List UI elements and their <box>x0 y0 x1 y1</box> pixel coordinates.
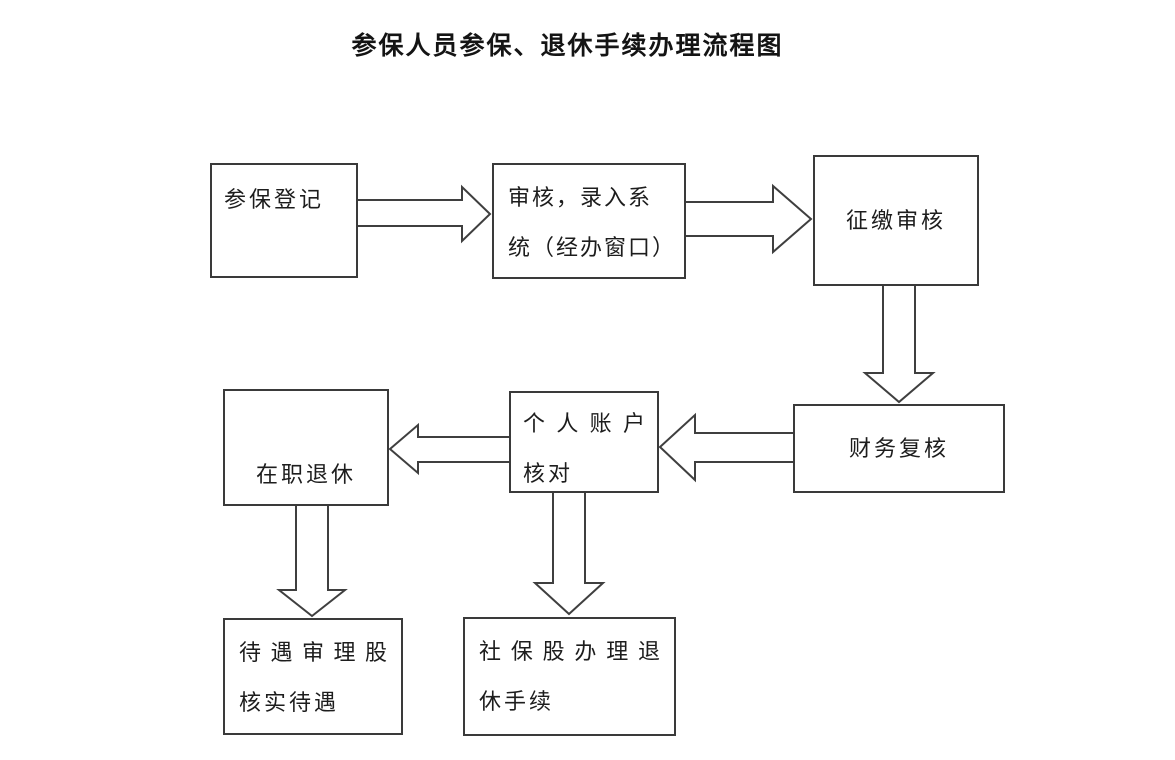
arrow-register-to-review-icon <box>358 184 492 244</box>
node-label: 征缴审核 <box>845 207 946 233</box>
arrow-account-to-retire-icon <box>388 422 509 476</box>
node-account-check: 个人账户 核对 <box>509 391 659 493</box>
node-label-line2: 核实待遇 <box>239 690 340 715</box>
node-finance-recheck: 财务复核 <box>793 404 1005 493</box>
node-register: 参保登记 <box>210 163 358 278</box>
node-label-line1: 审核，录入系 <box>508 185 653 210</box>
node-label-line2: 核对 <box>523 461 574 486</box>
node-label: 财务复核 <box>848 435 949 461</box>
node-label-line2: 休手续 <box>479 689 555 714</box>
node-collection-audit: 征缴审核 <box>813 155 979 286</box>
node-label-line1: 待遇审理股 <box>239 640 387 665</box>
arrow-finance-to-account-icon <box>658 412 793 483</box>
node-social-security: 社保股办理退 休手续 <box>463 617 676 736</box>
arrow-retire-to-treatment-icon <box>276 506 348 618</box>
node-active-retirement: 在职退休 <box>223 389 389 506</box>
page-title: 参保人员参保、退休手续办理流程图 <box>351 32 784 60</box>
node-label: 在职退休 <box>255 462 356 487</box>
node-label-line2: 统（经办窗口） <box>508 235 677 260</box>
node-label-line1: 社保股办理退 <box>479 639 660 664</box>
node-review-entry: 审核，录入系 统（经办窗口） <box>492 163 686 279</box>
arrow-review-to-collection-icon <box>686 183 813 255</box>
node-treatment-verify: 待遇审理股 核实待遇 <box>223 618 403 735</box>
node-label-line1: 个人账户 <box>523 411 645 436</box>
arrow-account-to-social-icon <box>532 493 606 616</box>
node-label: 参保登记 <box>224 187 325 212</box>
arrow-collection-to-finance-icon <box>862 286 936 404</box>
